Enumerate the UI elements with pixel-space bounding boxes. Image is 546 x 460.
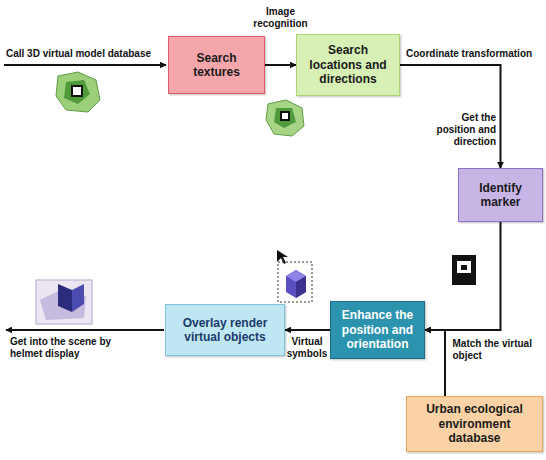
edge-label: Image recognition — [253, 6, 308, 30]
process-box: Identify marker — [458, 168, 543, 222]
database-box: Urban ecological environment database — [406, 396, 543, 452]
marker-icon — [452, 255, 476, 285]
node-text: Search textures — [174, 51, 259, 80]
process-box: Search textures — [168, 36, 265, 94]
flow-arrow — [265, 64, 296, 66]
edge-label: Coordinate transformation — [406, 48, 546, 60]
node-text: Urban ecological environment database — [412, 402, 537, 445]
node-text: Overlay render virtual objects — [171, 316, 279, 345]
flow-arrow — [425, 330, 445, 396]
flow-arrow — [425, 222, 501, 330]
map-thumbnail — [56, 72, 100, 112]
output-arrow — [6, 329, 164, 331]
input-arrow — [4, 64, 166, 66]
node-text: Enhance the position and orientation — [336, 308, 419, 351]
process-box: Overlay render virtual objects — [165, 304, 285, 356]
edge-label: Match the virtual object — [453, 338, 545, 362]
scene-thumbnail — [36, 280, 92, 324]
virtual-cube — [277, 250, 312, 302]
flow-note: Call 3D virtual model database — [6, 48, 166, 60]
flow-note: Get into the scene by helmet display — [10, 336, 140, 360]
node-text: Identify marker — [464, 181, 537, 210]
process-box: Enhance the position and orientation — [330, 301, 425, 359]
node-text: Search locations and directions — [302, 43, 394, 86]
flow-arrow — [400, 65, 501, 168]
flow-note: Get the position and direction — [428, 112, 496, 148]
process-box: Search locations and directions — [296, 34, 400, 96]
edge-label: Virtual symbols — [283, 336, 331, 360]
flow-arrow — [285, 329, 330, 331]
map-thumbnail — [266, 100, 304, 136]
